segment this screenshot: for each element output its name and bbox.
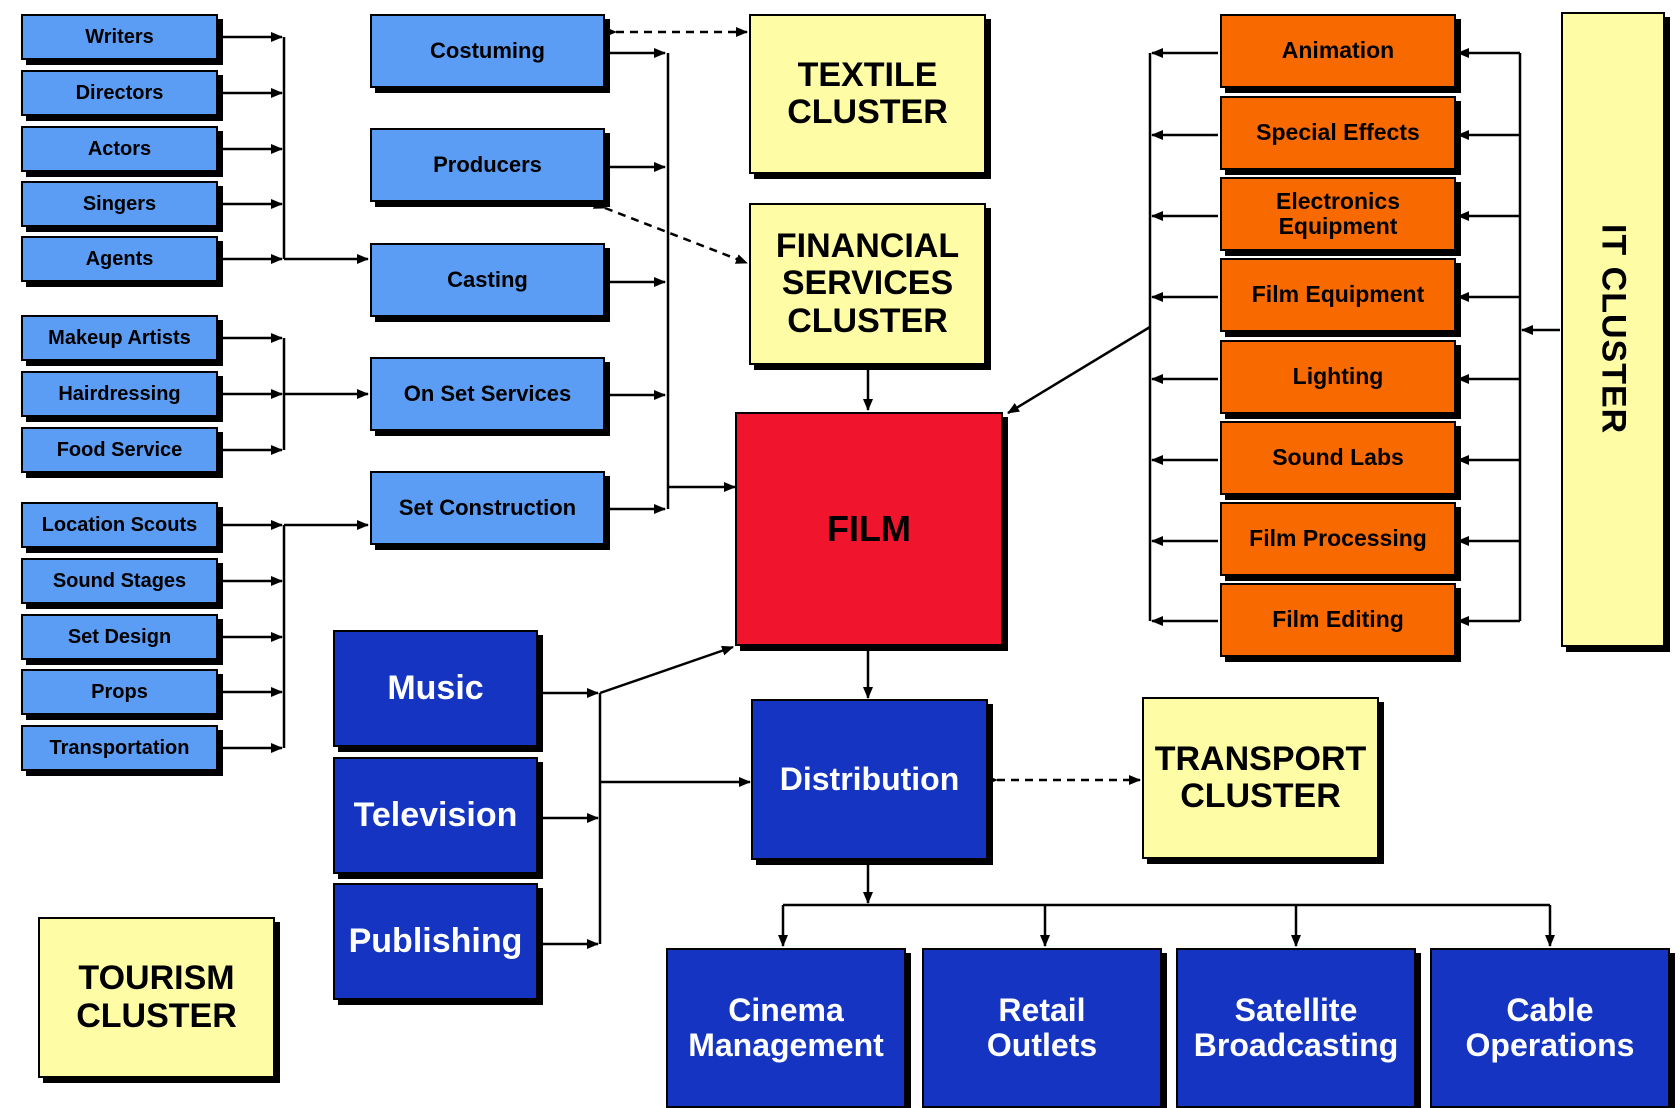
set-construction-box: Set Construction (370, 471, 605, 545)
publishing-box: Publishing (333, 883, 538, 1000)
distribution-box: Distribution (751, 699, 988, 860)
writers-box: Writers (21, 14, 218, 60)
tourism-cluster-box: TOURISM CLUSTER (38, 917, 275, 1078)
agents-box: Agents (21, 236, 218, 282)
transport-cluster-box: TRANSPORT CLUSTER (1142, 697, 1379, 859)
hairdressing-box: Hairdressing (21, 371, 218, 417)
makeup-artists-box: Makeup Artists (21, 315, 218, 361)
costuming-box: Costuming (370, 14, 605, 88)
television-box: Television (333, 757, 538, 874)
it-cluster-box: IT CLUSTER (1561, 12, 1665, 647)
set-design-box: Set Design (21, 614, 218, 660)
special-effects-box: Special Effects (1220, 96, 1456, 170)
producers-box: Producers (370, 128, 605, 202)
film-equipment-box: Film Equipment (1220, 258, 1456, 332)
props-box: Props (21, 669, 218, 715)
film-processing-box: Film Processing (1220, 502, 1456, 576)
actors-box: Actors (21, 126, 218, 172)
location-scouts-box: Location Scouts (21, 502, 218, 548)
transportation-box: Transportation (21, 725, 218, 771)
cinema-management-box: Cinema Management (666, 948, 906, 1108)
food-service-box: Food Service (21, 427, 218, 473)
lighting-box: Lighting (1220, 340, 1456, 414)
directors-box: Directors (21, 70, 218, 116)
music-box: Music (333, 630, 538, 747)
casting-box: Casting (370, 243, 605, 317)
electronics-equipment-box: Electronics Equipment (1220, 177, 1456, 251)
textile-cluster-box: TEXTILE CLUSTER (749, 14, 986, 174)
sound-labs-box: Sound Labs (1220, 421, 1456, 495)
singers-box: Singers (21, 181, 218, 227)
on-set-services-box: On Set Services (370, 357, 605, 431)
cable-operations-box: Cable Operations (1430, 948, 1670, 1108)
retail-outlets-box: Retail Outlets (922, 948, 1162, 1108)
animation-box: Animation (1220, 14, 1456, 88)
satellite-broadcasting-box: Satellite Broadcasting (1176, 948, 1416, 1108)
financial-services-cluster-box: FINANCIAL SERVICES CLUSTER (749, 203, 986, 365)
sound-stages-box: Sound Stages (21, 558, 218, 604)
film-editing-box: Film Editing (1220, 583, 1456, 657)
film-box: FILM (735, 412, 1003, 646)
